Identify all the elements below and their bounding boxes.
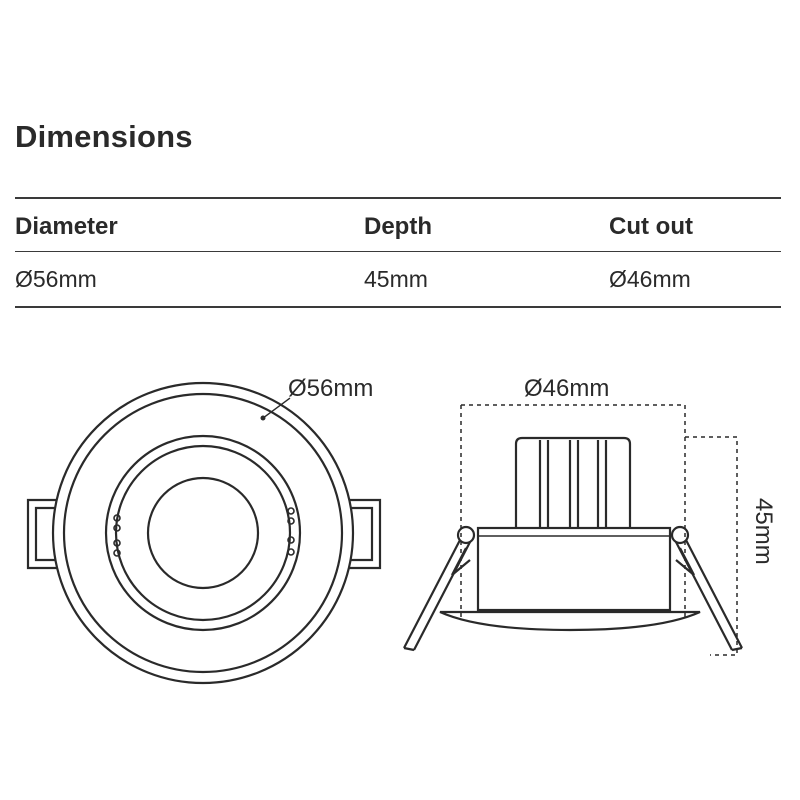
value-depth: 45mm — [364, 266, 428, 292]
side-view-depth-label: 45mm — [750, 498, 777, 565]
table-bottom-rule — [15, 306, 781, 308]
side-view-cutout-label: Ø46mm — [524, 375, 609, 402]
side-view-drawing — [403, 404, 743, 656]
outer-rim — [51, 381, 355, 685]
table-header-rule — [15, 251, 781, 252]
table-top-rule — [15, 197, 781, 199]
section-title: Dimensions — [15, 119, 193, 154]
value-cutout: Ø46mm — [609, 266, 691, 292]
header-depth: Depth — [364, 213, 432, 240]
lens-aperture — [146, 476, 260, 590]
value-diameter: Ø56mm — [15, 266, 97, 292]
top-view-drawing — [26, 381, 382, 685]
header-cutout: Cut out — [609, 213, 693, 240]
header-diameter: Diameter — [15, 213, 118, 240]
top-view-diameter-label: Ø56mm — [288, 375, 373, 402]
